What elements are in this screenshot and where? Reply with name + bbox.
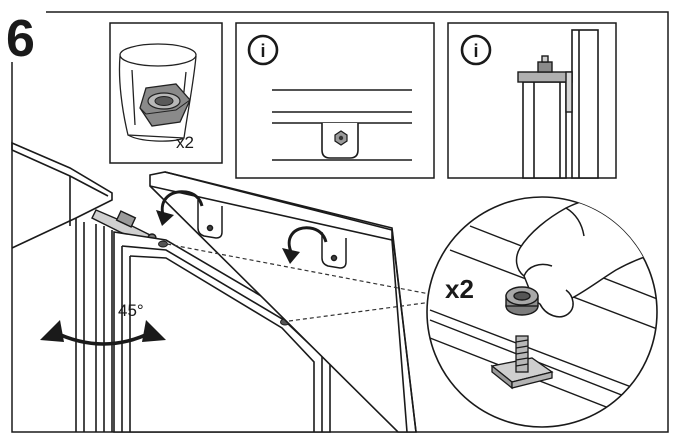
door-pin-top	[158, 240, 168, 248]
info-icon: i	[247, 34, 279, 66]
detail-quantity-label: x2	[445, 274, 474, 304]
nut-bag-panel: x2	[109, 22, 223, 164]
step-frame	[11, 11, 669, 433]
nut-quantity-label: x2	[176, 133, 194, 152]
bracket-icon	[321, 123, 359, 159]
fridge-door	[113, 231, 331, 433]
rotate-arrow-left-icon	[156, 190, 204, 226]
detail-magnifier	[426, 196, 658, 428]
info-glyph: i	[473, 41, 478, 61]
info-front-panel: i	[235, 22, 435, 179]
info-side-panel: i	[447, 22, 617, 179]
detail-bolt-icon	[490, 335, 554, 390]
panel-bracket-right	[321, 232, 347, 269]
cabinet	[11, 141, 113, 432]
rotate-arrow-right-icon	[282, 226, 328, 264]
angle-label: 45°	[118, 301, 144, 320]
step-number: 6	[6, 10, 35, 68]
swing-arrow-icon	[40, 320, 166, 346]
info-icon: i	[460, 34, 492, 66]
hinge-bolt-icon	[517, 55, 573, 113]
leader-lines	[166, 243, 441, 322]
panel-bracket-left	[197, 200, 223, 239]
detail-nut-icon	[505, 286, 539, 316]
hex-nut-icon	[139, 83, 191, 127]
info-glyph: i	[260, 41, 265, 61]
